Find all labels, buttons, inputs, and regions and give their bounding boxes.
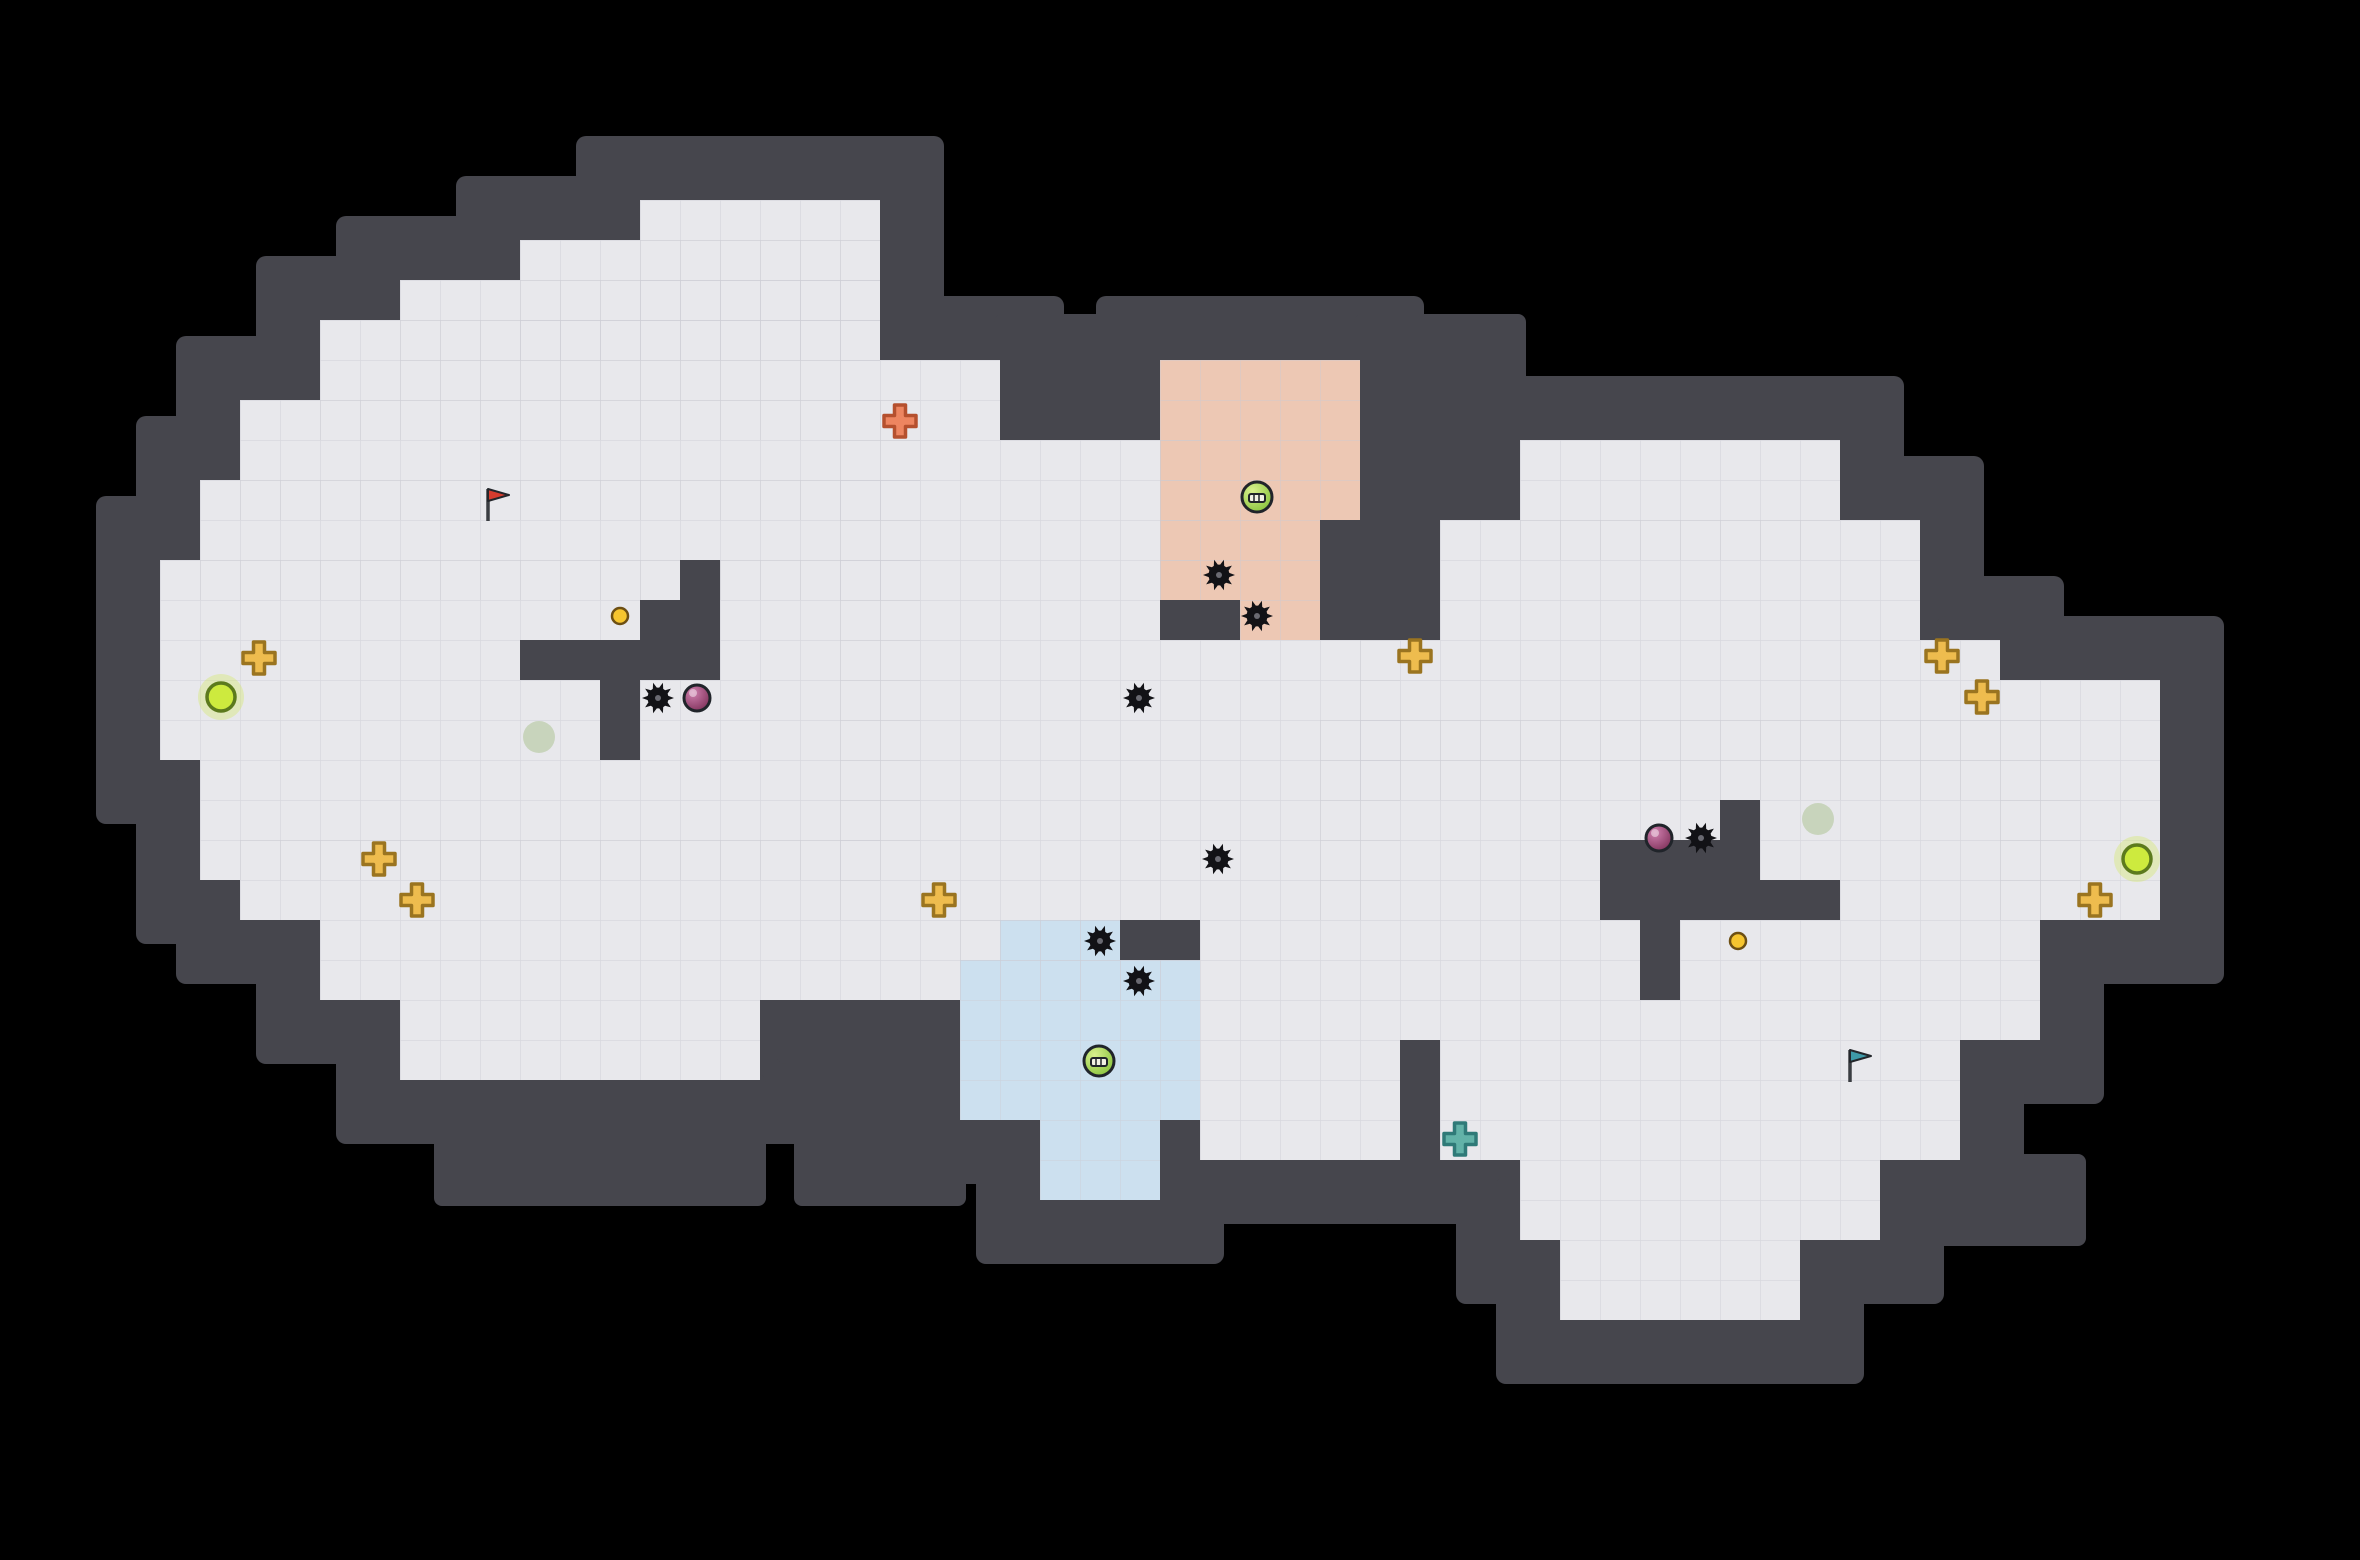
exit-orb bbox=[2114, 836, 2160, 882]
gold-cross-pickup bbox=[361, 841, 397, 877]
red-flag bbox=[486, 488, 510, 521]
saw-enemy bbox=[1123, 965, 1155, 997]
gold-cross-pickup bbox=[399, 882, 435, 918]
gold-cross-pickup bbox=[241, 640, 277, 676]
interior-wall-layer bbox=[520, 560, 1840, 1000]
purple-drone bbox=[1644, 823, 1674, 853]
grid-layer bbox=[160, 200, 2160, 1320]
saw-enemy bbox=[1202, 843, 1234, 875]
green-player bbox=[1240, 480, 1274, 514]
gold-cross-pickup bbox=[1397, 638, 1433, 674]
green-player bbox=[1082, 1044, 1116, 1078]
gold-cross-pickup bbox=[1924, 638, 1960, 674]
ghost-marker bbox=[1802, 803, 1834, 835]
gold-coin bbox=[610, 606, 630, 626]
exit-orb bbox=[198, 674, 244, 720]
gold-cross-pickup bbox=[921, 882, 957, 918]
teal-cross-pickup bbox=[1442, 1121, 1478, 1157]
gold-cross-pickup bbox=[2077, 882, 2113, 918]
teal-flag bbox=[1848, 1049, 1872, 1082]
coral-cross-pickup bbox=[882, 403, 918, 439]
saw-enemy bbox=[642, 682, 674, 714]
ghost-marker bbox=[523, 721, 555, 753]
purple-drone bbox=[682, 683, 712, 713]
gold-coin bbox=[1728, 931, 1748, 951]
saw-enemy bbox=[1203, 559, 1235, 591]
saw-enemy bbox=[1084, 925, 1116, 957]
gold-cross-pickup bbox=[1964, 679, 2000, 715]
entity-layer bbox=[198, 403, 2160, 1157]
saw-enemy bbox=[1241, 600, 1273, 632]
saw-enemy bbox=[1685, 822, 1717, 854]
saw-enemy bbox=[1123, 682, 1155, 714]
